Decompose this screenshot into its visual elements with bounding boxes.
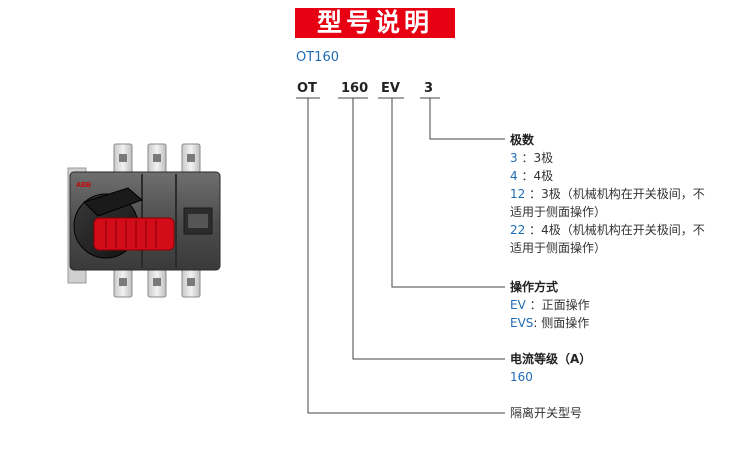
abb-logo: ABB [76,182,91,189]
option-desc: 4极 [533,169,554,183]
option-sep: ： [529,298,542,312]
top-terminals [113,143,201,177]
poles-section: 极数 3 ：3极 4 ：4极 12 ：3极（机械机构在开关极间，不 适用于侧面操… [510,131,705,257]
code-segment-current: 160 [341,81,369,96]
option-sep: ： [521,169,534,183]
current-value: 160 [510,370,533,384]
option-sep: ： [529,187,542,201]
option-code: EV [510,298,526,312]
switch-type-section: 隔离开关型号 [510,404,582,422]
operation-option: EV ：正面操作 [510,296,590,314]
red-handle [93,217,175,251]
option-desc-continued: 适用于侧面操作） [510,241,607,255]
poles-option: 3 ：3极 [510,149,705,167]
code-segment-poles: 3 [424,81,434,96]
poles-option: 4 ：4极 [510,167,705,185]
connector-poles [429,98,505,140]
operation-option: EVS: 侧面操作 [510,314,590,332]
option-desc-continued: 适用于侧面操作） [510,205,607,219]
code-segment-operation: EV [381,81,400,96]
current-heading: 电流等级（A） [510,352,592,366]
page-title: 型号说明 [295,8,455,38]
bottom-terminals [113,264,201,298]
code-segment-type: OT [297,81,317,96]
operation-section: 操作方式 EV ：正面操作 EVS: 侧面操作 [510,278,590,332]
option-code: 4 [510,169,518,183]
poles-option: 22 ：4极（机械机构在开关极间，不 [510,221,705,239]
option-sep: ： [529,223,542,237]
option-desc: 侧面操作 [541,316,590,330]
operation-heading: 操作方式 [510,280,559,294]
option-code: 3 [510,151,518,165]
option-sep: ： [521,151,534,165]
connector-switch-type [307,98,505,414]
model-name: OT160 [296,50,339,65]
option-sep: : [533,316,538,330]
abb-isolator-switch-illustration: ABB [67,143,221,298]
option-code: 12 [510,187,526,201]
connector-current [352,98,505,360]
option-desc: 4极（机械机构在开关极间，不 [541,223,705,237]
option-desc: 3极 [533,151,554,165]
option-code: EVS [510,316,534,330]
connector-operation [391,98,505,288]
poles-option: 12 ：3极（机械机构在开关极间，不 [510,185,705,203]
current-section: 电流等级（A） 160 [510,350,591,386]
option-desc: 正面操作 [541,298,590,312]
option-desc: 3极（机械机构在开关极间，不 [541,187,705,201]
handle-ribs [105,220,157,248]
handle-grip [83,187,143,217]
poles-heading: 极数 [510,133,535,147]
switch-window-inner [188,214,208,228]
switch-type-heading: 隔离开关型号 [510,406,583,420]
option-code: 22 [510,223,526,237]
